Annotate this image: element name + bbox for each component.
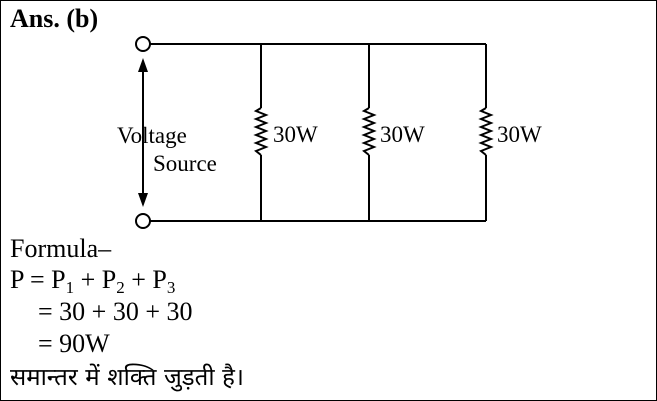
voltage-label: Voltage <box>117 123 187 148</box>
resistor-1-zigzag <box>253 107 269 156</box>
voltage-arrow-up <box>138 58 148 72</box>
source-label: Source <box>153 151 217 176</box>
sum-equation: = 30 + 30 + 30 <box>38 297 193 326</box>
result-equation: = 90W <box>38 329 110 358</box>
resistor-branch-3 <box>478 44 494 221</box>
power-equation: P = P1 + P2 + P3 <box>10 265 176 297</box>
resistor-branch-2 <box>361 44 377 221</box>
answer-label: Ans. (b) <box>10 4 99 33</box>
resistor-branch-1 <box>253 44 269 221</box>
resistor-2-zigzag <box>361 107 377 156</box>
top-terminal <box>135 36 151 52</box>
conclusion-text: समान्तर में शक्ति जुड़ती है। <box>10 363 245 391</box>
resistor-2-label: 30W <box>380 122 425 147</box>
resistor-3-label: 30W <box>497 122 542 147</box>
resistor-1-label: 30W <box>273 122 318 147</box>
formula-heading: Formula– <box>10 234 112 263</box>
voltage-arrow-down <box>138 193 148 207</box>
bottom-terminal <box>135 213 151 229</box>
resistor-3-zigzag <box>478 107 494 156</box>
